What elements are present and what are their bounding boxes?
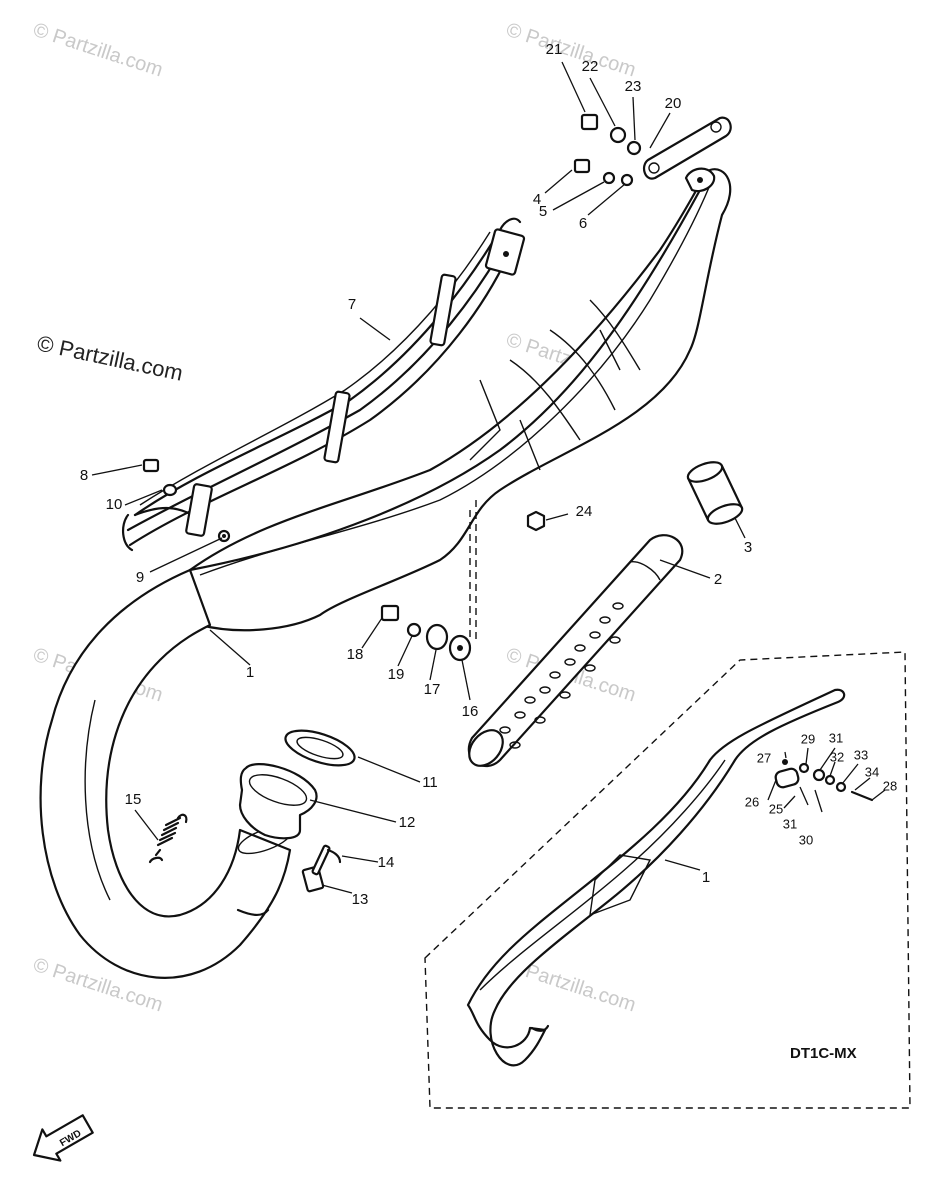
baffle-holes (499, 602, 624, 749)
callout-13: 13 (352, 891, 369, 908)
callout-6: 6 (579, 215, 587, 232)
callout-15: 15 (125, 791, 142, 808)
watermark-prominent: © Partzilla.com (35, 330, 185, 385)
callout-17: 17 (424, 681, 441, 698)
callout-12: 12 (399, 814, 416, 831)
callout-25: 25 (769, 801, 783, 816)
callout-9: 9 (136, 569, 144, 586)
fwd-arrow-icon: FWD (32, 1114, 94, 1162)
callout-30: 30 (799, 832, 813, 847)
callout-11: 11 (422, 774, 438, 791)
callout-14: 14 (378, 854, 395, 871)
callout-16: 16 (462, 703, 479, 720)
callout-33: 33 (854, 747, 868, 762)
callout-26: 26 (745, 794, 759, 809)
inset-hardware (774, 759, 874, 813)
callouts-inset: 1 25 26 27 28 29 30 31 31 32 33 34 (702, 730, 897, 886)
callout-10: 10 (106, 496, 123, 513)
baffle-tube (467, 534, 684, 767)
callout-22: 22 (582, 58, 599, 75)
watermark: © Partzilla.com (30, 19, 165, 82)
callout-18: 18 (347, 646, 364, 663)
sleeve (686, 461, 744, 525)
callouts-main: 1 2 3 4 5 6 7 8 9 10 11 12 13 14 15 16 1… (80, 41, 752, 908)
joint-parts (148, 729, 356, 893)
callout-2: 2 (714, 571, 722, 588)
callout-31-top: 31 (829, 730, 843, 745)
callout-27: 27 (757, 750, 771, 765)
nut-24 (526, 510, 546, 532)
header-pipe (39, 568, 293, 979)
callout-29: 29 (801, 731, 815, 746)
callout-20: 20 (665, 95, 682, 112)
callout-21: 21 (546, 41, 563, 58)
callout-31-bottom: 31 (783, 816, 797, 831)
muffler-body (188, 168, 732, 632)
rear-mount-hardware (573, 113, 732, 193)
callout-24: 24 (576, 503, 593, 520)
variant-label: DT1C-MX (790, 1045, 857, 1062)
callout-1: 1 (246, 664, 254, 681)
callout-1-inset: 1 (702, 869, 710, 886)
callout-23: 23 (625, 78, 642, 95)
callout-4: 4 (533, 191, 541, 208)
leader-lines (91, 61, 746, 894)
callout-5: 5 (539, 203, 547, 220)
callout-28: 28 (883, 778, 897, 793)
variant-inset (424, 651, 911, 1109)
callout-3: 3 (744, 539, 752, 556)
callout-19: 19 (388, 666, 405, 683)
callout-7: 7 (348, 296, 356, 313)
callout-8: 8 (80, 467, 88, 484)
callout-34: 34 (865, 764, 879, 779)
inset-leader-lines (664, 747, 886, 871)
mount-hardware-16-19 (380, 500, 477, 662)
heat-guard (122, 217, 526, 552)
callout-32: 32 (830, 749, 844, 764)
watermark: © Partzilla.com (503, 19, 638, 82)
